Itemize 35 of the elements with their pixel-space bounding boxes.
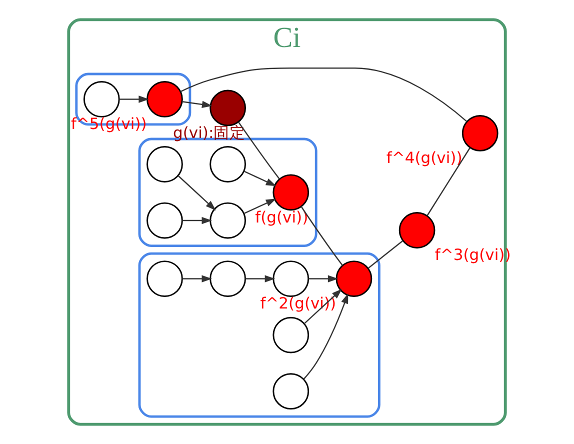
node-label: f^4(g(vi)) — [386, 149, 462, 168]
arrow — [119, 96, 149, 103]
node-circle — [146, 81, 183, 118]
connector — [368, 240, 404, 269]
arrow — [182, 275, 212, 282]
arrow — [182, 216, 212, 224]
arrow — [244, 170, 276, 186]
node-circle — [146, 260, 183, 297]
connector — [180, 68, 468, 122]
node-circle — [272, 260, 310, 297]
node-circle — [146, 202, 183, 239]
connector — [426, 147, 471, 216]
arrow — [245, 275, 276, 282]
arrow — [182, 100, 212, 108]
arrow — [178, 175, 216, 210]
connector — [300, 206, 343, 266]
node-circle — [272, 373, 310, 410]
node-circle — [210, 146, 246, 182]
cluster — [138, 252, 380, 418]
arrow — [303, 293, 348, 380]
node-circle — [210, 90, 246, 126]
node-circle — [210, 202, 246, 239]
node-circle — [146, 146, 183, 182]
node-label: f(g(vi)) — [255, 208, 308, 226]
node-circle — [272, 316, 310, 354]
node-circle — [210, 260, 246, 297]
connector — [238, 122, 280, 180]
node-circle — [272, 174, 310, 211]
arrow — [308, 275, 338, 282]
node-circle — [336, 260, 372, 297]
node-circle — [398, 212, 436, 248]
arrow — [244, 198, 276, 214]
node-circle — [462, 115, 498, 152]
node-circle — [83, 81, 120, 118]
node-label: g(vi):固定 — [173, 124, 246, 142]
